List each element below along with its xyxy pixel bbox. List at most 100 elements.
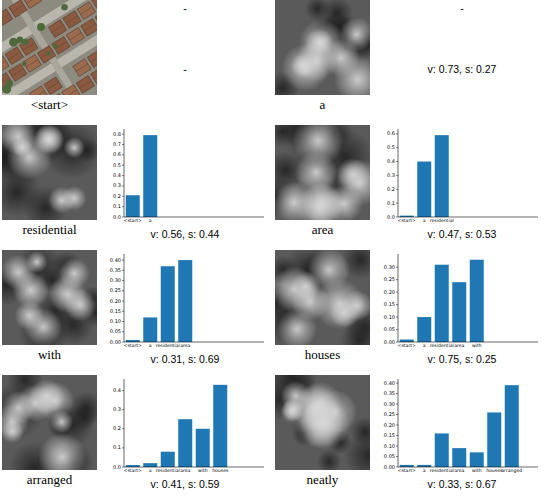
empty-mark: - xyxy=(183,64,187,75)
attention-map xyxy=(2,125,97,220)
attention-map xyxy=(2,375,97,470)
tick-label: 0.30 xyxy=(384,402,395,407)
tick-label: 0.25 xyxy=(384,412,395,417)
x-label: a xyxy=(149,469,152,474)
tick-label: 0.7 xyxy=(113,142,121,147)
y-axis xyxy=(124,379,125,467)
x-label: area xyxy=(180,344,190,349)
x-label: area xyxy=(454,469,464,474)
tick-label: 0.1 xyxy=(113,204,121,209)
x-axis xyxy=(124,467,264,468)
x-label: with xyxy=(198,469,208,474)
weight-text: v: 0.56, s: 0.44 xyxy=(151,229,220,240)
tick-label: 0.6 xyxy=(387,131,395,136)
x-label: a xyxy=(149,344,152,349)
y-axis xyxy=(124,254,125,342)
attention-map xyxy=(275,250,370,345)
x-label: houses xyxy=(486,469,502,474)
word-caption: arranged xyxy=(27,473,72,486)
attention-map xyxy=(275,0,370,95)
weight-text: v: 0.47, s: 0.53 xyxy=(428,229,497,240)
empty-mark: - xyxy=(183,3,187,14)
aerial-photo xyxy=(2,0,97,95)
x-axis xyxy=(124,342,264,343)
bar xyxy=(178,419,192,467)
word-caption: residential xyxy=(22,223,76,236)
bar xyxy=(143,317,157,342)
tick-label: 0.10 xyxy=(384,315,395,320)
bar xyxy=(435,265,449,342)
tick-label: 0.4 xyxy=(387,159,395,164)
tick-label: 0.05 xyxy=(384,327,395,332)
bar xyxy=(470,260,484,342)
bar xyxy=(196,429,210,467)
bar xyxy=(435,135,449,217)
bar xyxy=(417,162,431,217)
x-label: <start> xyxy=(124,469,142,474)
y-axis xyxy=(398,129,399,217)
weight-text: v: 0.31, s: 0.69 xyxy=(151,354,220,365)
tick-label: 0.15 xyxy=(110,309,121,314)
x-axis xyxy=(398,467,538,468)
x-label: <start> xyxy=(398,344,416,349)
bar-chart xyxy=(122,254,264,342)
bar xyxy=(505,385,519,467)
bar-chart xyxy=(396,254,538,342)
bar xyxy=(161,266,175,342)
bar xyxy=(213,385,227,467)
x-label: residential xyxy=(156,469,180,474)
x-label: residential xyxy=(430,219,454,224)
tick-label: 0.00 xyxy=(384,340,395,345)
tick-label: 0.3 xyxy=(387,173,395,178)
tick-label: 0.05 xyxy=(110,329,121,334)
tick-label: 0.1 xyxy=(387,201,395,206)
x-label: a xyxy=(423,344,426,349)
x-label: with xyxy=(472,344,482,349)
bar-chart xyxy=(122,379,264,467)
weight-text: v: 0.41, s: 0.59 xyxy=(151,479,220,490)
tick-label: 0.2 xyxy=(113,194,121,199)
bar xyxy=(161,452,175,467)
word-caption: area xyxy=(312,223,334,236)
x-label: arranged xyxy=(501,469,522,474)
tick-label: 0.25 xyxy=(110,288,121,293)
bar-chart xyxy=(396,129,538,217)
x-label: a xyxy=(423,469,426,474)
bar xyxy=(143,135,157,217)
bar-chart xyxy=(122,129,264,217)
x-axis xyxy=(124,217,264,218)
tick-label: 0.05 xyxy=(384,454,395,459)
word-caption: a xyxy=(320,98,326,111)
word-caption: neatly xyxy=(307,473,339,486)
tick-label: 0.15 xyxy=(384,302,395,307)
tick-label: 0.15 xyxy=(384,433,395,438)
bar xyxy=(435,433,449,467)
weight-text: v: 0.75, s: 0.25 xyxy=(428,354,497,365)
bar xyxy=(487,412,501,467)
bar xyxy=(400,465,414,467)
x-label: area xyxy=(454,344,464,349)
tick-label: 0.5 xyxy=(113,163,121,168)
tick-label: 0.4 xyxy=(113,173,121,178)
tick-label: 0.2 xyxy=(387,187,395,192)
bar xyxy=(126,195,140,217)
x-label: a xyxy=(423,219,426,224)
bar xyxy=(470,452,484,467)
tick-label: 0.0 xyxy=(113,465,121,470)
word-caption: <start> xyxy=(31,98,68,111)
x-label: <start> xyxy=(398,469,416,474)
x-label: <start> xyxy=(398,219,416,224)
x-axis xyxy=(398,217,538,218)
bar xyxy=(400,340,414,342)
bar xyxy=(126,340,140,342)
bar-chart xyxy=(396,379,538,467)
weight-text: v: 0.33, s: 0.67 xyxy=(428,479,497,490)
x-label: area xyxy=(180,469,190,474)
y-axis xyxy=(124,129,125,217)
x-label: residential xyxy=(430,469,454,474)
tick-label: 0.20 xyxy=(384,290,395,295)
tick-label: 0.30 xyxy=(384,265,395,270)
x-label: with xyxy=(472,469,482,474)
x-label: <start> xyxy=(124,344,142,349)
tick-label: 0.40 xyxy=(384,381,395,386)
